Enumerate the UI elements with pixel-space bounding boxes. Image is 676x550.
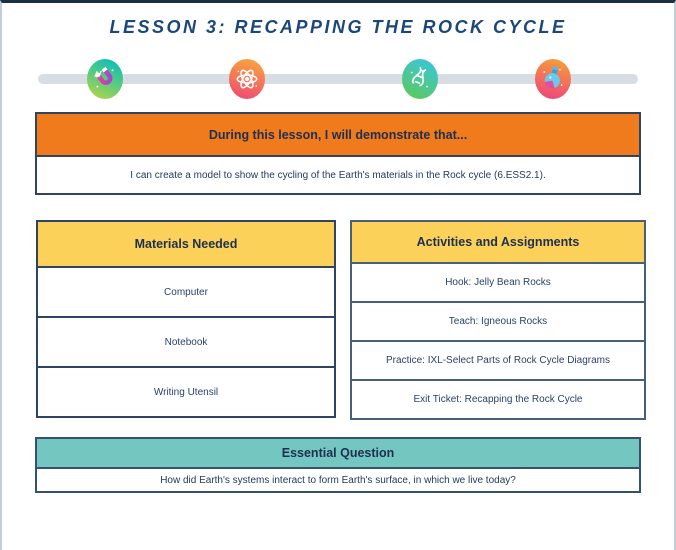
activity-item: Practice: IXL-Select Parts of Rock Cycle… xyxy=(352,340,644,379)
timeline-bar xyxy=(38,74,638,84)
materials-item: Computer xyxy=(38,266,334,316)
demonstrate-statement: I can create a model to show the cycling… xyxy=(37,155,639,193)
progress-timeline xyxy=(2,58,674,100)
materials-item: Writing Utensil xyxy=(38,366,334,416)
materials-item: Notebook xyxy=(38,316,334,366)
essential-question-text: How did Earth's systems interact to form… xyxy=(37,467,639,491)
atom-icon xyxy=(229,59,265,99)
materials-header: Materials Needed xyxy=(38,222,334,266)
tables-row: Materials Needed Computer Notebook Writi… xyxy=(36,220,646,420)
demonstrate-header: During this lesson, I will demonstrate t… xyxy=(37,114,639,155)
dna-icon xyxy=(402,59,438,99)
activities-table: Activities and Assignments Hook: Jelly B… xyxy=(350,220,646,420)
essential-question-header: Essential Question xyxy=(37,439,639,467)
demonstrate-section: During this lesson, I will demonstrate t… xyxy=(35,112,641,195)
materials-table: Materials Needed Computer Notebook Writi… xyxy=(36,220,336,418)
flask-icon xyxy=(535,59,571,99)
magnet-icon xyxy=(87,59,123,99)
activity-item: Hook: Jelly Bean Rocks xyxy=(352,262,644,301)
activity-item: Exit Ticket: Recapping the Rock Cycle xyxy=(352,379,644,418)
page-title: LESSON 3: RECAPPING THE ROCK CYCLE xyxy=(109,17,567,37)
activities-header: Activities and Assignments xyxy=(352,222,644,262)
essential-question-section: Essential Question How did Earth's syste… xyxy=(35,437,641,493)
activity-item: Teach: Igneous Rocks xyxy=(352,301,644,340)
